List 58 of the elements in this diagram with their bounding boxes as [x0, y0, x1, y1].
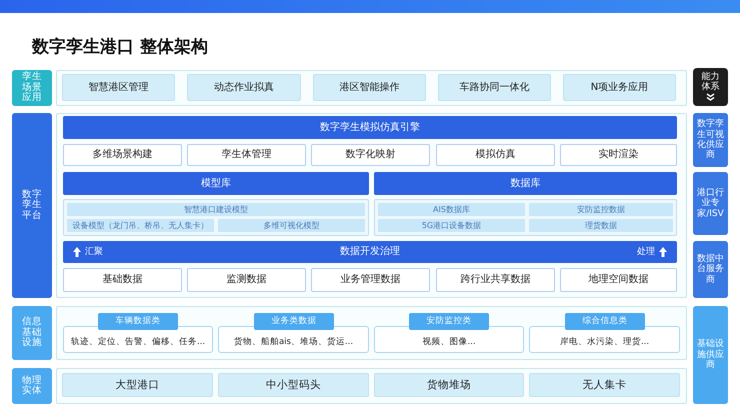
- library-item: 设备模型（龙门吊、桥吊、无人集卡）: [67, 219, 214, 232]
- library-panel: [374, 199, 677, 236]
- module-card: 智慧港区管理: [62, 74, 175, 101]
- layer-panel: [56, 113, 687, 298]
- module-card: 多维场景构建: [63, 144, 182, 166]
- library-item: 智慧港口建设模型: [67, 203, 365, 216]
- role-label: 港口行业专家/ISV: [693, 172, 728, 235]
- module-card: 中小型码头: [218, 373, 369, 397]
- library-item: 5G港口设备数据: [378, 219, 525, 232]
- module-card: 无人集卡: [529, 373, 680, 397]
- category-tab: 综合信息类: [565, 313, 645, 330]
- section-bar: 数字孪生模拟仿真引擎: [63, 116, 677, 139]
- data-card: 轨迹、定位、告警、偏移、任务...: [63, 326, 213, 353]
- bar-note: 处理: [637, 246, 655, 258]
- library-item: 理货数据: [529, 219, 673, 232]
- module-card: 动态作业拟真: [187, 74, 301, 101]
- module-card: 车路协同一体化: [438, 74, 551, 101]
- page-title: 数字孪生港口 整体架构: [32, 36, 208, 58]
- section-bar: 数据库: [374, 172, 677, 195]
- role-label: 基础设施供应商: [693, 306, 728, 404]
- module-card: 业务管理数据: [311, 268, 430, 292]
- module-card: 大型港口: [62, 373, 213, 397]
- capability-label: [693, 68, 728, 106]
- layer-panel: [56, 306, 687, 360]
- layer-label: 物理实体: [12, 368, 52, 404]
- data-card: 货物、船舶ais、堆场、货运...: [218, 326, 369, 353]
- layer-label: 孪生场景应用: [12, 70, 52, 106]
- category-tab: 业务类数据: [254, 313, 334, 330]
- layer-label: 数字孪生平台: [12, 113, 52, 298]
- layer-panel: [56, 368, 687, 404]
- data-card: 视频、图像...: [374, 326, 524, 353]
- module-card: 跨行业共享数据: [436, 268, 555, 292]
- module-card: 货物堆场: [374, 373, 524, 397]
- bar-note: 汇聚: [85, 246, 103, 258]
- library-item: AIS数据库: [378, 203, 525, 216]
- section-bar: 模型库: [63, 172, 369, 195]
- category-tab: 安防监控类: [409, 313, 489, 330]
- category-tab: 车辆数据类: [98, 313, 178, 330]
- module-card: 数字化映射: [311, 144, 430, 166]
- module-card: 地理空间数据: [560, 268, 677, 292]
- layer-panel: [56, 70, 687, 106]
- library-panel: [63, 199, 369, 236]
- role-label: 数据中台服务商: [693, 241, 728, 298]
- role-label: 数字孪生可视化供应商: [693, 113, 728, 167]
- data-card: 岸电、水污染、理货...: [529, 326, 680, 353]
- module-card: 实时渲染: [560, 144, 677, 166]
- bar-title: 数据开发治理: [340, 246, 400, 258]
- module-card: 港区智能操作: [313, 74, 426, 101]
- layer-label: 信息基础设施: [12, 306, 52, 360]
- section-bar: [63, 241, 677, 263]
- module-card: 孪生体管理: [187, 144, 306, 166]
- module-card: 模拟仿真: [436, 144, 555, 166]
- library-item: 安防监控数据: [529, 203, 673, 216]
- module-card: N项业务应用: [563, 74, 676, 101]
- library-item: 多维可视化模型: [218, 219, 365, 232]
- capability-text: 能力体系: [700, 73, 720, 93]
- module-card: 监测数据: [187, 268, 306, 292]
- module-card: 基础数据: [63, 268, 182, 292]
